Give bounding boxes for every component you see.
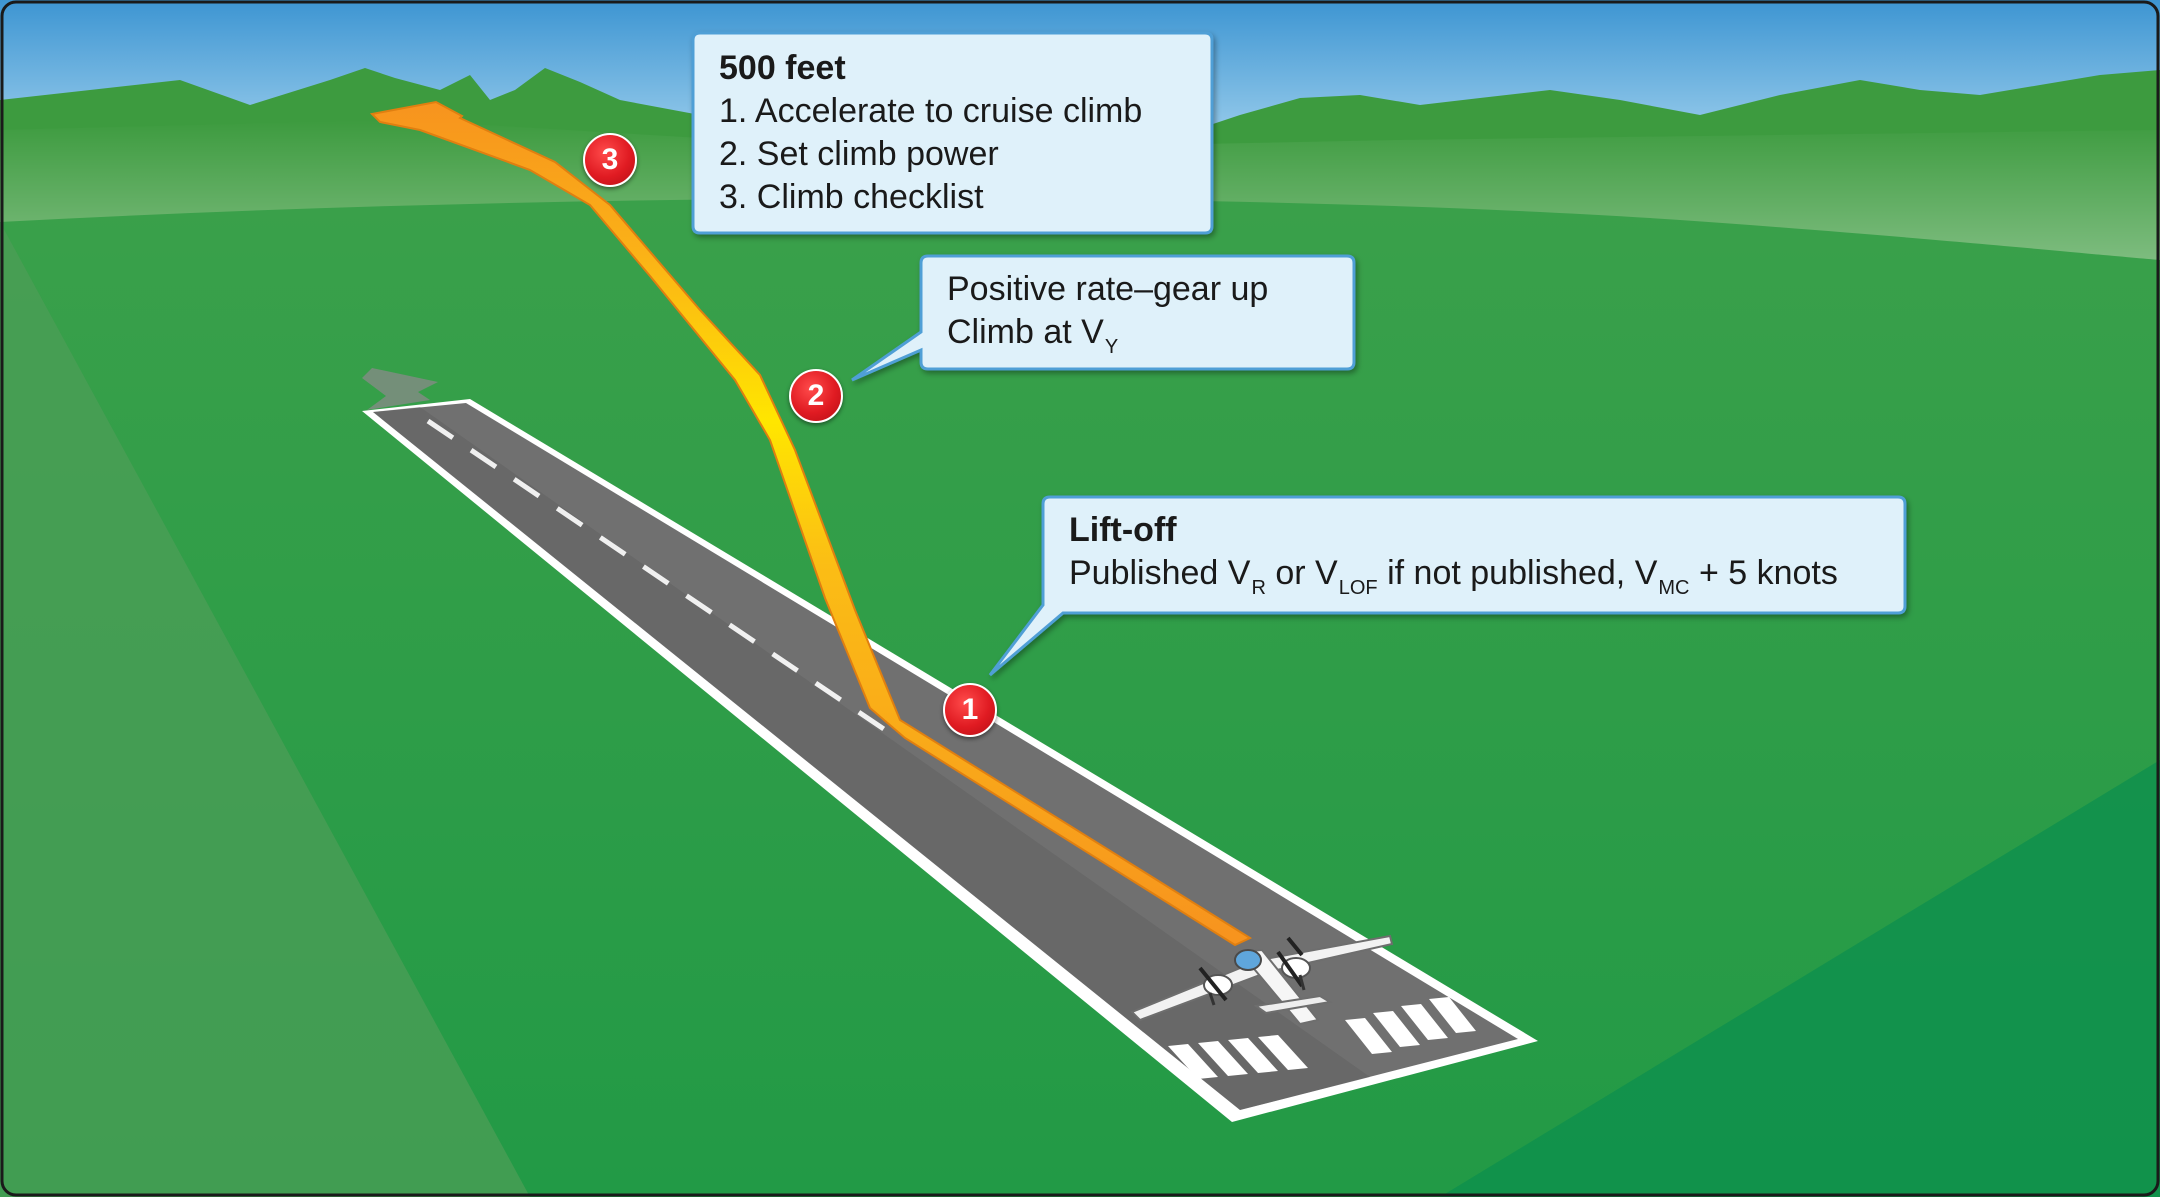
vy-subscript: Y	[1104, 336, 1119, 358]
lift-off-speed-line: Published VR or VLOF if not published, V…	[1069, 552, 1838, 598]
step-accelerate: 1. Accelerate to cruise climb	[719, 92, 1143, 130]
runway-direction-arrow	[362, 368, 438, 410]
callout-500-feet-text: 500 feet 1. Accelerate to cruise climb 2…	[693, 33, 1142, 219]
flight-path-arrow	[369, 100, 1253, 947]
positive-rate-line: Positive rate–gear up	[947, 270, 1269, 308]
grass-shade-right	[1440, 760, 2160, 1197]
speed-text-3: if not published, V	[1377, 554, 1658, 592]
callout-500-feet-title: 500 feet	[719, 49, 846, 87]
vmc-subscript: MC	[1658, 577, 1690, 599]
callout-positive-rate: Positive rate–gear up Climb at VY	[921, 256, 1354, 369]
climb-at-vy-line: Climb at VY	[947, 311, 1268, 357]
callout-500-feet-box	[691, 31, 1214, 235]
speed-text-4: + 5 knots	[1689, 554, 1838, 592]
vlof-subscript: LOF	[1338, 577, 1378, 599]
callout-positive-rate-box	[851, 254, 1356, 382]
callout-500-feet: 500 feet 1. Accelerate to cruise climb 2…	[693, 33, 1212, 233]
grass-shade-left	[0, 222, 530, 1197]
step-set-climb-power: 2. Set climb power	[719, 135, 999, 173]
step-climb-checklist: 3. Climb checklist	[719, 178, 984, 216]
callout-lift-off-title: Lift-off	[1069, 511, 1177, 549]
threshold-markings	[1168, 997, 1476, 1079]
speed-text-1: Published V	[1069, 554, 1251, 592]
airplane	[1130, 934, 1394, 1026]
speed-text-2: or V	[1265, 554, 1338, 592]
vr-subscript: R	[1251, 577, 1266, 599]
callout-positive-rate-text: Positive rate–gear up Climb at VY	[921, 256, 1269, 357]
callout-lift-off-text: Lift-off Published VR or VLOF if not pub…	[1043, 497, 1838, 598]
callout-lift-off-box	[988, 495, 1907, 677]
climb-at-text: Climb at V	[947, 313, 1104, 351]
runway-centerline	[426, 418, 902, 743]
step-badge-3: 3	[583, 133, 637, 187]
step-badge-2: 2	[789, 369, 843, 423]
step-badge-1: 1	[943, 683, 997, 737]
callout-lift-off: Lift-off Published VR or VLOF if not pub…	[1043, 497, 1905, 613]
